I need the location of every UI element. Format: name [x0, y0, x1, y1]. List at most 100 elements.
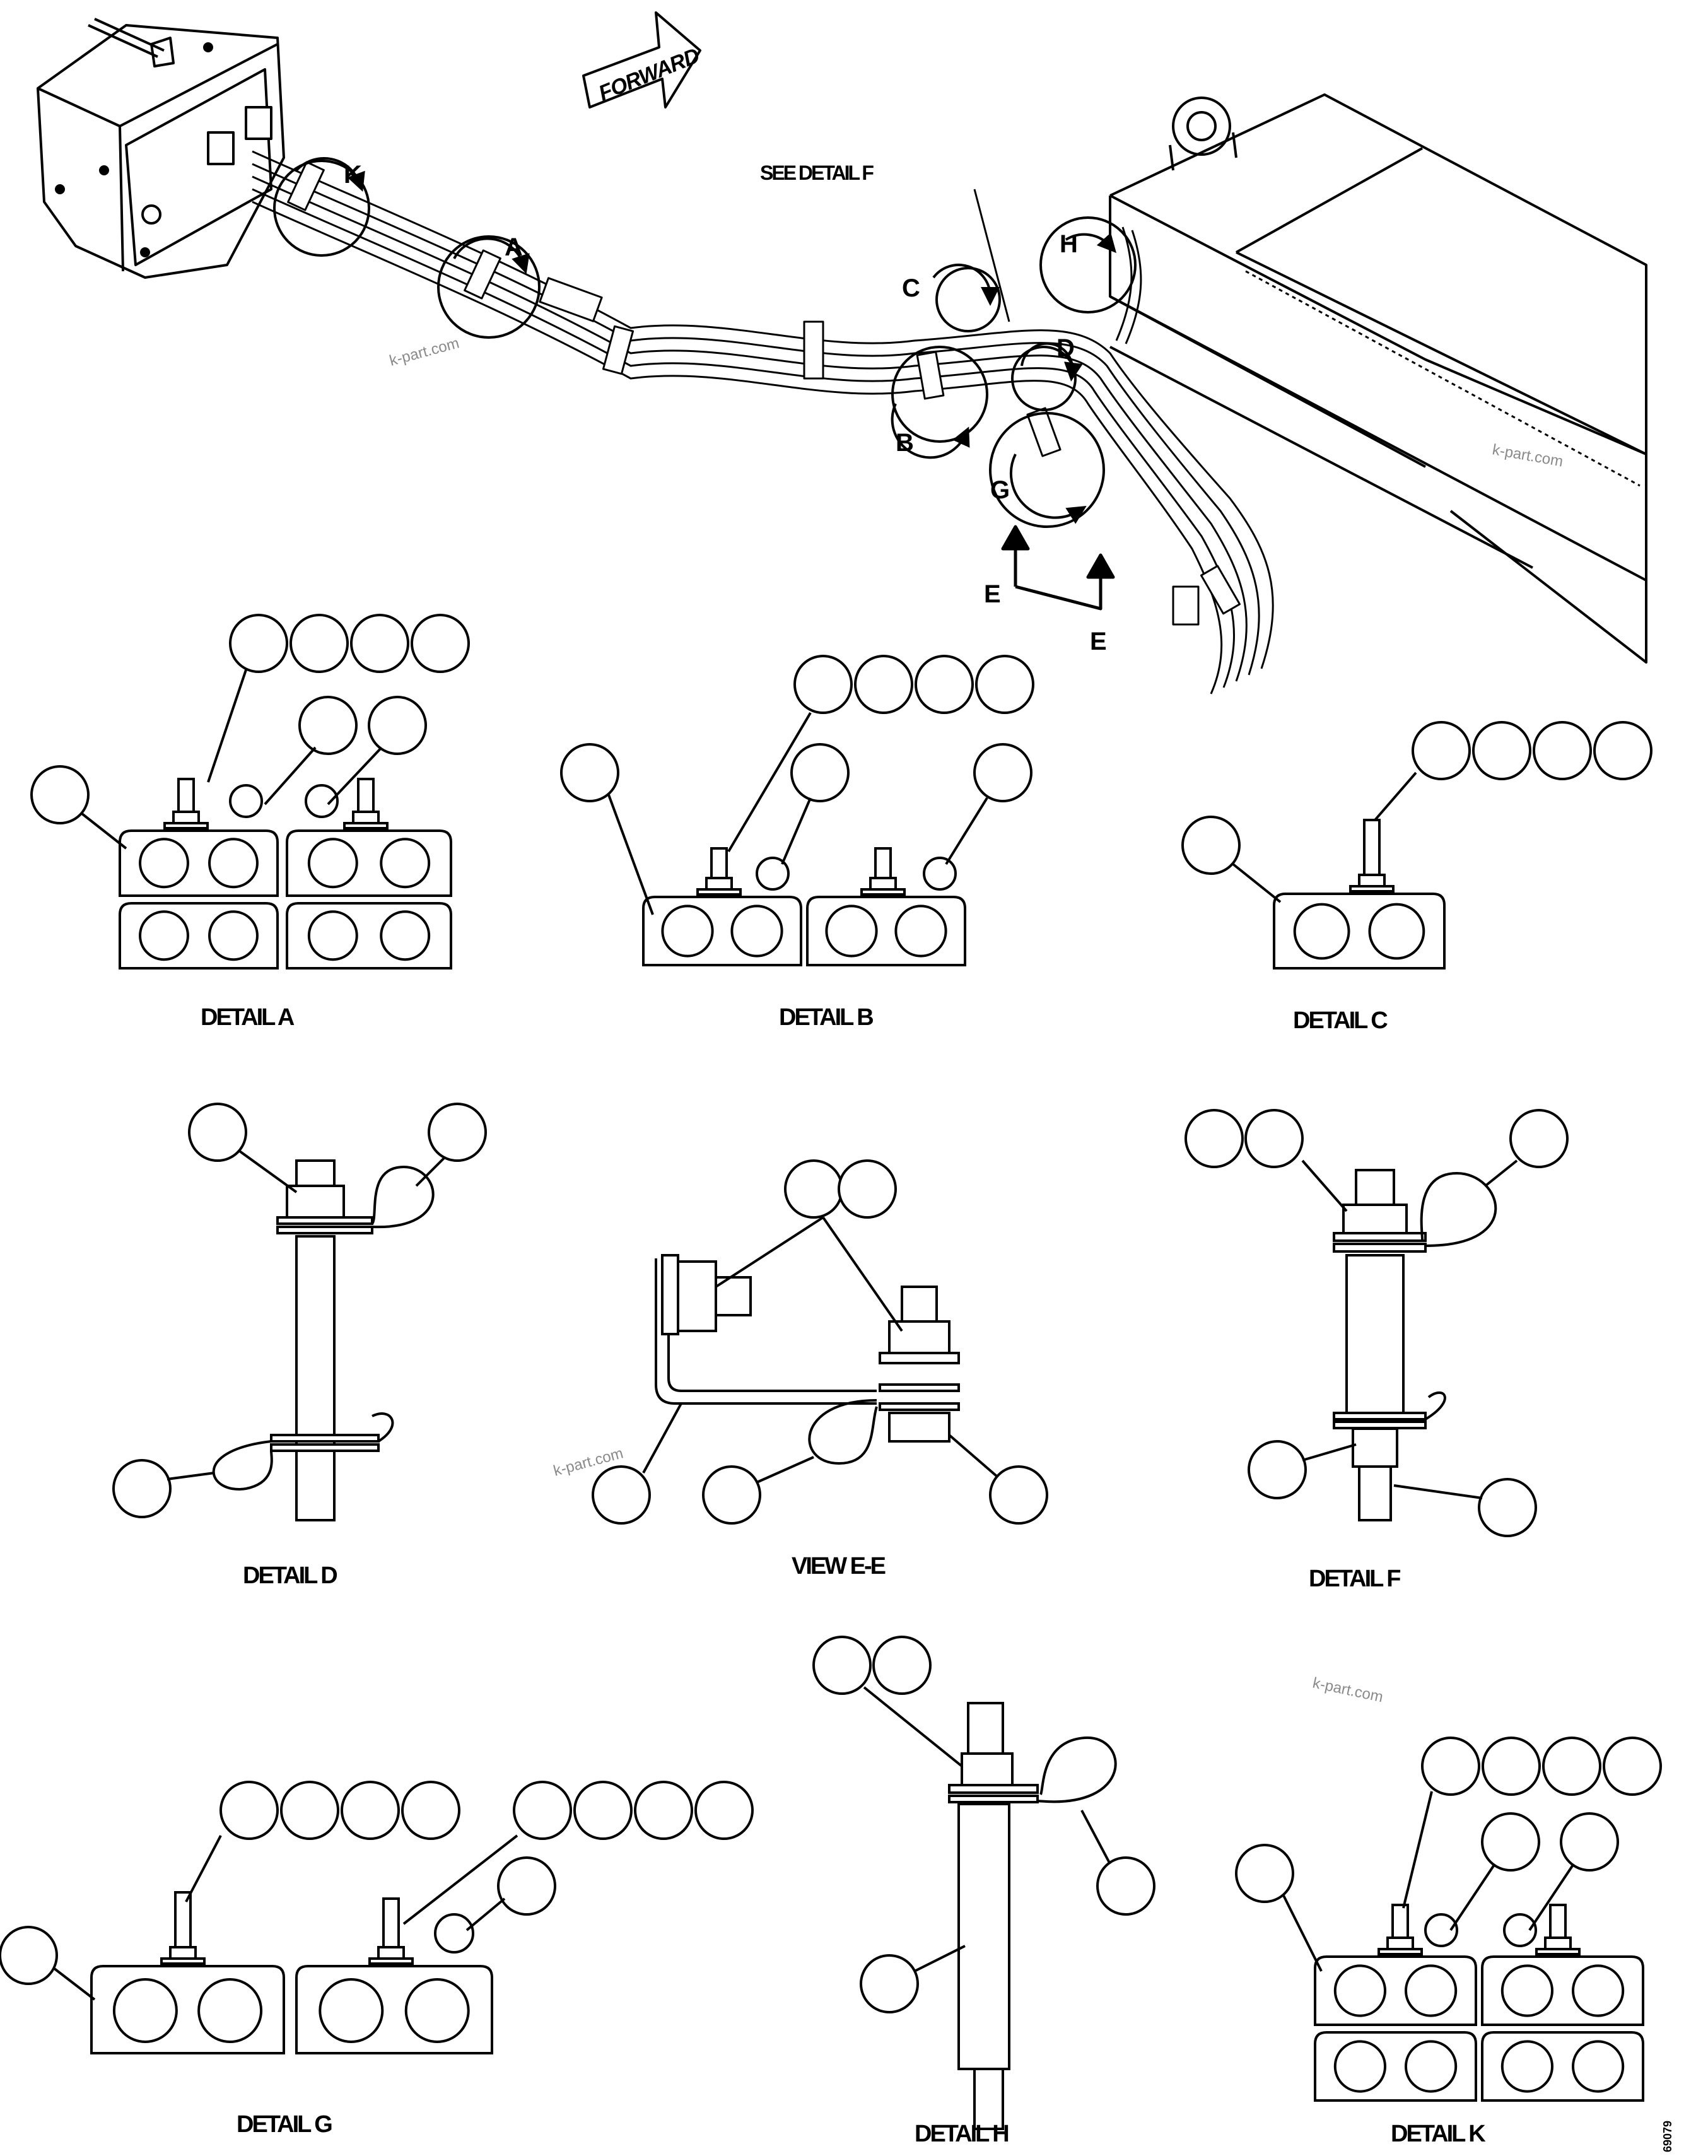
part-callout-bubble	[573, 1781, 633, 1840]
washer	[1349, 885, 1395, 893]
part-callout-bubble	[1509, 1109, 1569, 1168]
leader-line	[1282, 1895, 1323, 1972]
detail-k-label: DETAIL K	[1391, 2121, 1486, 2147]
detail-circle-g	[989, 412, 1105, 528]
part-callout-bubble	[634, 1781, 693, 1840]
part-callout-bubble	[1482, 1737, 1541, 1796]
clamp-block	[1273, 893, 1446, 970]
nut	[1386, 1936, 1414, 1950]
loop-clamp	[371, 1165, 435, 1229]
nut	[1358, 874, 1386, 888]
washer	[276, 1216, 373, 1225]
washer	[1378, 1948, 1423, 1955]
overview-illustration	[37, 11, 1647, 694]
hose-bore	[1572, 2040, 1625, 2093]
clamp-block	[1314, 1955, 1477, 2026]
leader-line	[642, 1403, 682, 1473]
washer	[1333, 1412, 1427, 1421]
part-callout-bubble	[1235, 1844, 1294, 1903]
hose-bore	[1405, 1964, 1458, 2017]
washer	[368, 1957, 414, 1965]
part-callout-bubble	[298, 696, 358, 755]
leader-line	[781, 797, 812, 865]
bracket	[655, 1258, 877, 1405]
hose-bore	[208, 838, 259, 889]
part-callout-bubble	[368, 696, 427, 755]
washer	[160, 1957, 206, 1965]
part-callout-bubble	[428, 1103, 487, 1162]
hose-bundle	[252, 150, 1274, 694]
part-callout-bubble	[350, 614, 409, 673]
nut	[1342, 1204, 1408, 1234]
loop-clamp	[434, 1913, 474, 1954]
loop-clamp	[1420, 1171, 1497, 1247]
nut	[169, 1946, 197, 1960]
loop-clamp	[371, 1412, 394, 1443]
part-callout-bubble	[973, 743, 1032, 802]
leader-line	[1302, 1443, 1357, 1462]
stud-tip	[295, 1159, 336, 1187]
forward-arrow	[582, 11, 701, 108]
leader-line	[715, 1216, 824, 1288]
part-callout-bubble	[1603, 1737, 1662, 1796]
leader-line	[607, 794, 654, 915]
part-callout-bubble	[702, 1465, 761, 1525]
hose-bore	[1293, 903, 1350, 960]
detail-d-label: DETAIL D	[243, 1562, 337, 1589]
part-callout-bubble	[1533, 721, 1592, 780]
spacer	[1352, 1427, 1398, 1468]
leader-line	[52, 1967, 96, 2001]
washer	[343, 822, 389, 829]
hose-bore	[661, 905, 714, 958]
part-callout-bubble	[497, 1856, 556, 1916]
leader-line	[167, 1472, 215, 1480]
leader-line	[1374, 771, 1417, 821]
leader-line	[945, 797, 988, 865]
rotation-arrows	[295, 157, 1117, 524]
part-callout-bubble	[1096, 1856, 1155, 1916]
detail-circle-k	[273, 160, 370, 257]
part-callout-bubble	[341, 1781, 400, 1840]
part-callout-bubble	[0, 1926, 58, 1985]
hose-bore	[1500, 2040, 1553, 2093]
loop-clamp	[923, 857, 957, 891]
leader-line	[238, 1150, 298, 1193]
washer	[948, 1784, 1039, 1794]
watermark-1: k-part.com	[388, 334, 461, 369]
washer	[1535, 1948, 1581, 1955]
leader-line	[948, 1434, 998, 1477]
hose-bore	[112, 1978, 178, 2043]
nut	[961, 1752, 1014, 1786]
hose-bore	[894, 905, 947, 958]
nut	[172, 811, 200, 824]
callout-k: K	[344, 161, 362, 189]
washer	[879, 1402, 960, 1411]
hose-bore	[307, 910, 358, 961]
part-callout-bubble	[989, 1465, 1048, 1525]
callout-h: H	[1060, 230, 1078, 258]
detail-circle-b	[891, 346, 988, 443]
bracket	[667, 1258, 877, 1392]
detail-drawings	[0, 614, 1662, 2130]
loop-clamp	[1503, 1913, 1537, 1947]
clamp-block	[286, 829, 452, 897]
clamp-block	[1314, 2031, 1477, 2102]
clamp-block	[642, 896, 802, 966]
washer	[696, 888, 742, 896]
part-callout-bubble	[219, 1781, 279, 1840]
part-callout-bubble	[1542, 1737, 1601, 1796]
hose-bore	[1572, 1964, 1625, 2017]
loop-clamp	[808, 1399, 878, 1465]
clamp-block	[1481, 1955, 1644, 2026]
hose-bore	[208, 910, 259, 961]
part-callout-bubble	[854, 655, 913, 714]
callout-g: G	[990, 476, 1010, 504]
part-callout-bubble	[560, 743, 619, 802]
loop-clamp	[1424, 1913, 1458, 1947]
hose-bore	[319, 1978, 384, 2043]
washer	[879, 1352, 960, 1364]
callout-d: D	[1056, 334, 1075, 362]
part-callout-bubble	[1244, 1109, 1304, 1168]
leader-line	[185, 1835, 222, 1902]
part-callout-bubble	[280, 1781, 339, 1840]
